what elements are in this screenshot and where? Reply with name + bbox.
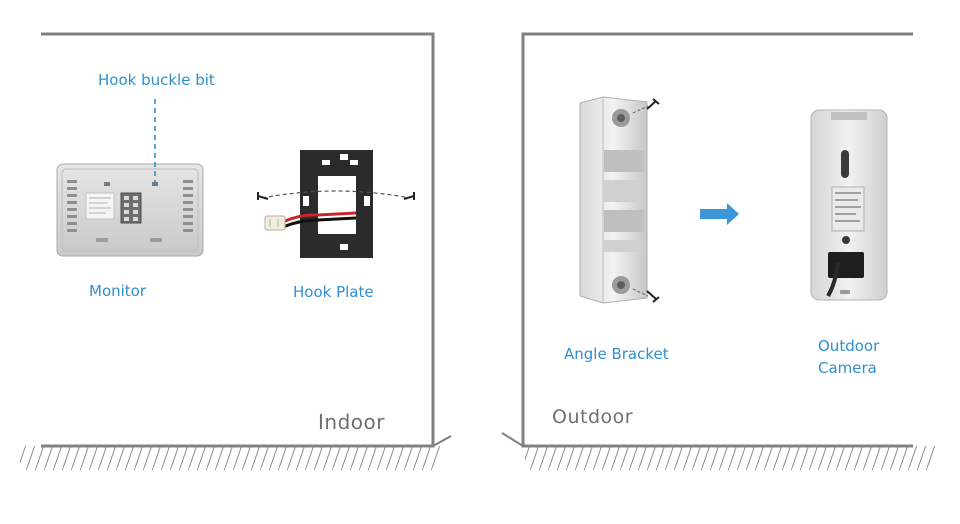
hook-plate-label: Hook Plate	[293, 283, 374, 301]
screw-icon	[257, 192, 269, 200]
outdoor-room-label: Outdoor	[552, 406, 634, 428]
angle-bracket-label: Angle Bracket	[564, 345, 669, 363]
indoor-ground-hatch	[20, 446, 440, 470]
monitor-label: Monitor	[89, 282, 147, 300]
outdoor-ground-hatch	[525, 446, 935, 470]
indoor-room-label: Indoor	[318, 410, 385, 434]
screw-icon	[646, 290, 660, 303]
outdoor-camera-label-line1: Outdoor	[818, 337, 880, 355]
outdoor-camera-image	[810, 109, 888, 301]
screw-icon	[646, 98, 660, 110]
outdoor-camera-label: Outdoor Camera	[818, 335, 879, 379]
arrow-right-icon	[700, 203, 739, 225]
screw-icon	[403, 192, 415, 200]
hook-plate-image	[257, 150, 415, 258]
angle-bracket-image	[579, 96, 660, 304]
monitor-image	[56, 163, 204, 257]
outdoor-camera-label-line2: Camera	[818, 359, 877, 377]
hook-buckle-label: Hook buckle bit	[98, 71, 215, 89]
